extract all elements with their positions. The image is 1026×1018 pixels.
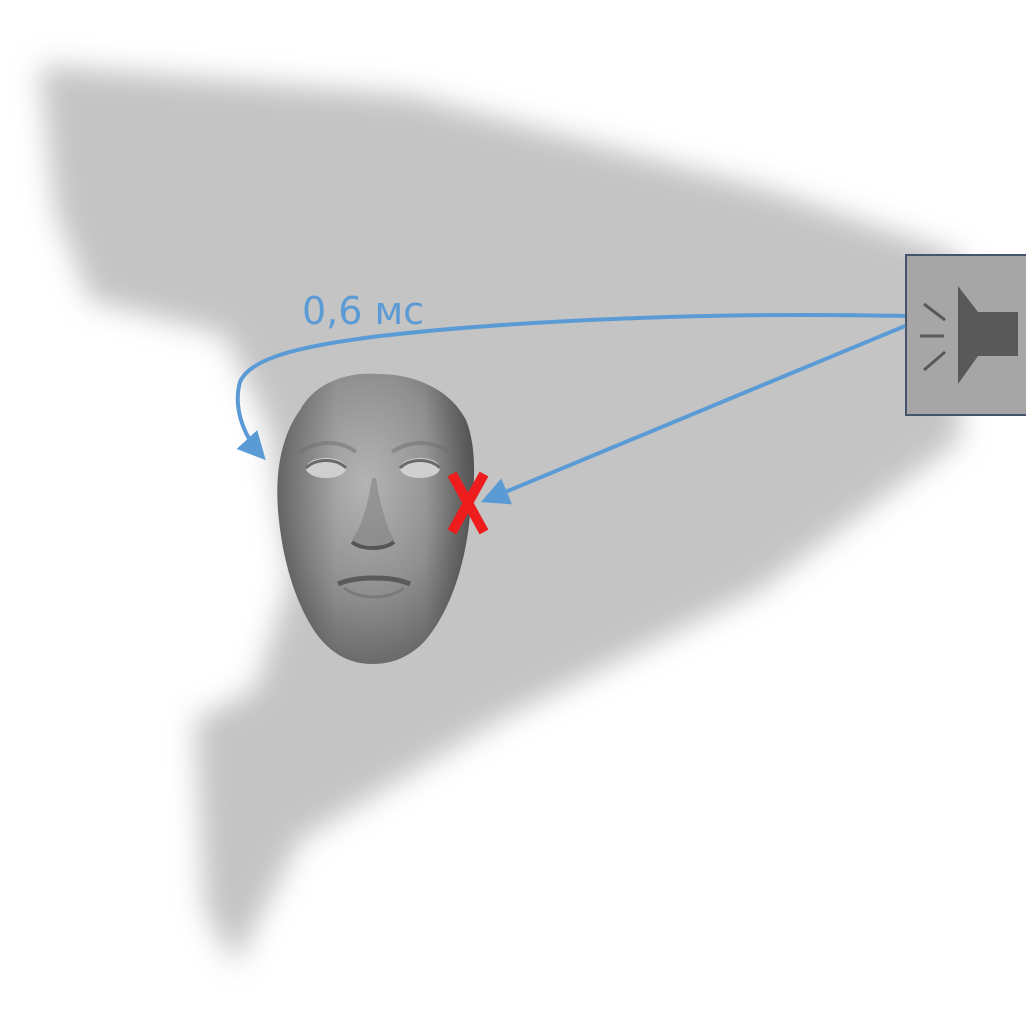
acoustic-shadow [40, 65, 960, 965]
speaker-icon [920, 286, 1018, 384]
diffracted-sound-path-arrow [235, 312, 906, 461]
speaker-box [905, 254, 1026, 416]
x-mark-icon [447, 471, 489, 535]
head-icon [277, 373, 475, 664]
delay-label: 0,6 мс [302, 289, 424, 333]
direct-sound-path-arrow [480, 324, 906, 505]
